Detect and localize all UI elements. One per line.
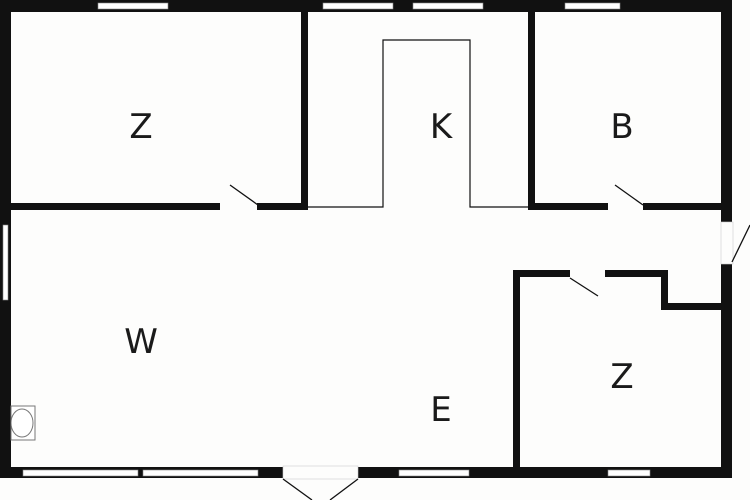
room-label-bedroom-2: Z	[610, 357, 634, 397]
door-swings	[229, 39, 750, 500]
wall-bedroom1-bottom-right	[257, 203, 308, 210]
wall-bedroom2-left	[513, 270, 520, 470]
side-door-opening	[720, 221, 734, 265]
walls	[0, 0, 732, 478]
window	[97, 2, 169, 10]
wall-bedroom2-notch	[661, 270, 668, 310]
window	[322, 2, 394, 10]
room-label-dining: E	[430, 390, 452, 430]
wall-bathroom-bottom	[528, 203, 608, 210]
entrance-door-left	[282, 478, 313, 500]
window	[398, 469, 470, 477]
stove-icon	[10, 405, 36, 441]
windows	[2, 2, 651, 477]
entrance-door-right	[329, 478, 359, 500]
door-bedroom2	[569, 277, 599, 297]
wall-bedroom2-top	[513, 270, 570, 277]
room-label-bedroom-1: Z	[129, 107, 153, 147]
window	[22, 469, 139, 477]
kitchen-counter	[308, 39, 530, 208]
window	[564, 2, 621, 10]
window	[142, 469, 259, 477]
entrance-door-opening	[282, 465, 359, 480]
window	[412, 2, 484, 10]
wall-bedroom1-right	[301, 10, 308, 210]
room-label-kitchen: K	[429, 107, 453, 147]
wall-bedroom2-notch-bottom	[661, 303, 723, 310]
outer-wall-bottom	[0, 467, 732, 478]
room-label-living: W	[124, 322, 158, 362]
wall-bathroom-bottom-right	[643, 203, 723, 210]
wall-bathroom-left	[528, 10, 535, 210]
wall-bedroom1-bottom	[10, 203, 220, 210]
window	[2, 224, 9, 301]
window	[607, 469, 651, 477]
door-bedroom1	[229, 184, 259, 206]
door-bathroom	[614, 184, 644, 206]
wall-bedroom2-top-right	[605, 270, 668, 277]
side-door	[731, 224, 750, 263]
room-label-bathroom: B	[610, 107, 634, 147]
door-openings	[282, 221, 734, 480]
